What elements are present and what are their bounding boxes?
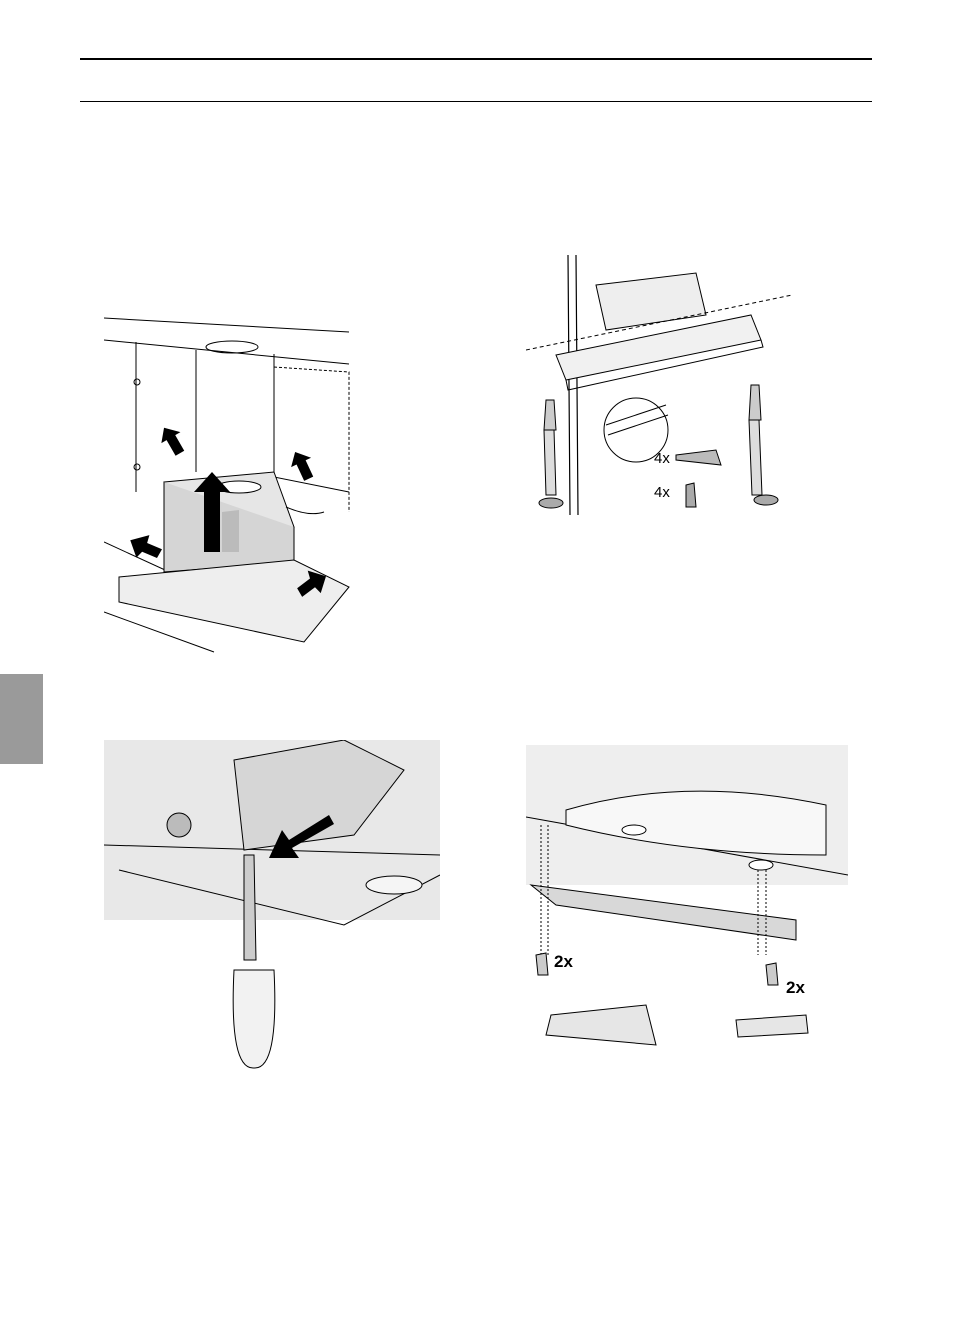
figure-remove-hood [104,312,354,657]
figure-screwdriver-drawing [104,740,440,1070]
plug-quantity-label: 4x [654,484,670,501]
figure-screwdriver [104,740,440,1070]
screw-quantity-left-label: 2x [554,952,573,971]
figure-mount-screws: 4x 4x [526,255,792,520]
figure-front-strip-drawing: 2x 2x [526,745,848,1055]
figure-mount-screws-drawing: 4x 4x [526,255,792,520]
figure-remove-hood-drawing [104,312,354,657]
side-tab-marker [0,674,43,764]
header-subrule [80,101,872,102]
screw-quantity-label: 4x [654,450,670,467]
header-rule [80,58,872,60]
clip-quantity-right-label: 2x [786,978,805,997]
figure-front-strip: 2x 2x [526,745,848,1055]
